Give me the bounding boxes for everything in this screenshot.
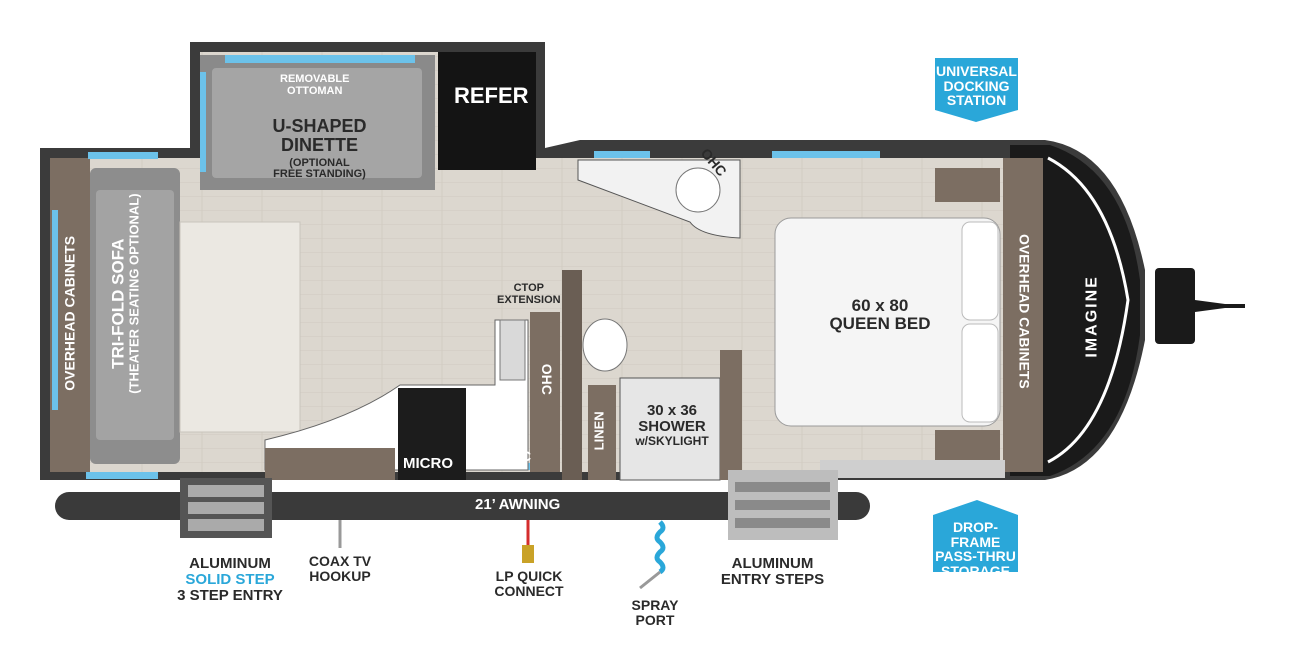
lp-fitting (522, 545, 534, 563)
lp-line-2: CONNECT (494, 582, 564, 599)
shower-line-3: w/SKYLIGHT (635, 433, 709, 448)
nightstand (935, 168, 1000, 202)
brand-logo: IMAGINE (1083, 275, 1101, 358)
sofa-cushion-area (179, 221, 301, 433)
micro-label: MICRO (403, 455, 453, 472)
dinette-line-3: (OPTIONAL (289, 156, 350, 169)
sink (499, 319, 526, 381)
queen-bed (774, 217, 1001, 427)
spray-line-2: PORT (635, 611, 675, 628)
ohc-bottom-label: OHC (500, 448, 532, 464)
docking-station-badge: UNIVERSAL DOCKING STATION (935, 64, 1018, 108)
storage-line-1: DROP-FRAME (950, 519, 1001, 550)
range (398, 388, 466, 446)
ottoman-label: REMOVABLE OTTOMAN (280, 73, 350, 97)
window (225, 55, 415, 63)
docking-badge-shape (935, 58, 1018, 122)
window (52, 210, 58, 410)
tv-cabinet (265, 448, 395, 480)
shower (619, 377, 721, 481)
sofa-line-2: (THEATER SEATING OPTIONAL) (126, 193, 142, 394)
lp-line-1: LP QUICK (495, 568, 563, 584)
docking-line-3: STATION (946, 92, 1007, 109)
window (88, 152, 158, 159)
front-cabinets (1003, 158, 1043, 472)
sofa-label: TRI-FOLD SOFA (THEATER SEATING OPTIONAL) (108, 193, 142, 394)
step-entry-line-1: ALUMINUM (189, 555, 271, 572)
dinette-line-4: FREE STANDING) (273, 168, 366, 181)
lp-callout: LP QUICK CONNECT (487, 569, 571, 598)
step-entry-callout: ALUMINUM SOLID STEP 3 STEP ENTRY (165, 556, 295, 603)
step-entry-line-2: SOLID STEP (185, 570, 275, 588)
awning-label: 21’ AWNING (475, 496, 561, 513)
bed-line-2: QUEEN BED (829, 313, 931, 333)
ottoman-line-2: OTTOMAN (287, 84, 343, 97)
step-entry-line-3: 3 STEP ENTRY (177, 586, 283, 604)
entry-steps-callout: ALUMINUM ENTRY STEPS (715, 556, 830, 588)
ctop-label: CTOP EXTENSION (497, 282, 561, 306)
window (594, 151, 650, 158)
coax-line-2: HOOKUP (309, 567, 371, 584)
bed-line-1: 60 x 80 (851, 296, 909, 315)
ohc-mid-label: OHC (538, 363, 555, 395)
overhead-right-label: OVERHEAD CABINETS (1016, 233, 1033, 389)
entry-steps-line-2: ENTRY STEPS (720, 570, 825, 588)
linen-label: LINEN (591, 411, 607, 451)
storage-line-2: PASS-THRU (935, 548, 1016, 565)
window (200, 72, 206, 172)
docking-line-2: DOCKING (943, 77, 1010, 94)
window (86, 472, 158, 479)
coax-callout: COAX TV HOOKUP (300, 554, 380, 583)
nightstand (935, 430, 1000, 464)
toilet (582, 318, 628, 372)
entry-steps-line-1: ALUMINUM (731, 555, 814, 572)
pass-thru-storage-badge: DROP-FRAME PASS-THRU STORAGE (933, 520, 1018, 579)
spray-line-1: SPRAY (631, 597, 679, 613)
shower-wall (720, 350, 742, 480)
shower-label: 30 x 36 SHOWER w/SKYLIGHT (628, 403, 716, 447)
coax-line-1: COAX TV (308, 553, 372, 569)
bed-label: 60 x 80 QUEEN BED (825, 297, 935, 333)
dinette-label: U-SHAPED DINETTE (OPTIONAL FREE STANDING… (262, 117, 377, 181)
ctop-line-2: EXTENSION (497, 293, 561, 306)
pillow (961, 221, 999, 321)
docking-line-1: UNIVERSAL (936, 63, 1017, 79)
pantry-wall (562, 270, 582, 480)
ottoman-line-1: REMOVABLE (280, 73, 350, 85)
micro (398, 446, 466, 480)
shower-line-2: SHOWER (638, 417, 706, 435)
dinette-line-2: DINETTE (280, 134, 358, 155)
storage-line-3: STORAGE (941, 563, 1010, 580)
refer-label: REFER (454, 83, 529, 108)
overhead-left-label: OVERHEAD CABINETS (61, 235, 78, 391)
ctop-line-1: CTOP (513, 282, 544, 294)
lav-sink (675, 167, 721, 213)
entry-step-box (820, 460, 1005, 478)
sofa-line-1: TRI-FOLD SOFA (108, 238, 128, 369)
window (772, 151, 880, 158)
spray-callout: SPRAY PORT (620, 598, 690, 627)
pillow (961, 323, 999, 423)
refer (438, 52, 536, 170)
dinette-line-1: U-SHAPED (272, 116, 367, 136)
linen-cabinet (588, 385, 616, 480)
shower-line-1: 30 x 36 (646, 402, 698, 419)
storage-badge-shape (933, 500, 1018, 572)
hitch-jack (1155, 268, 1195, 344)
kitchen-cabinet (530, 312, 560, 472)
spray-hose (654, 520, 666, 575)
